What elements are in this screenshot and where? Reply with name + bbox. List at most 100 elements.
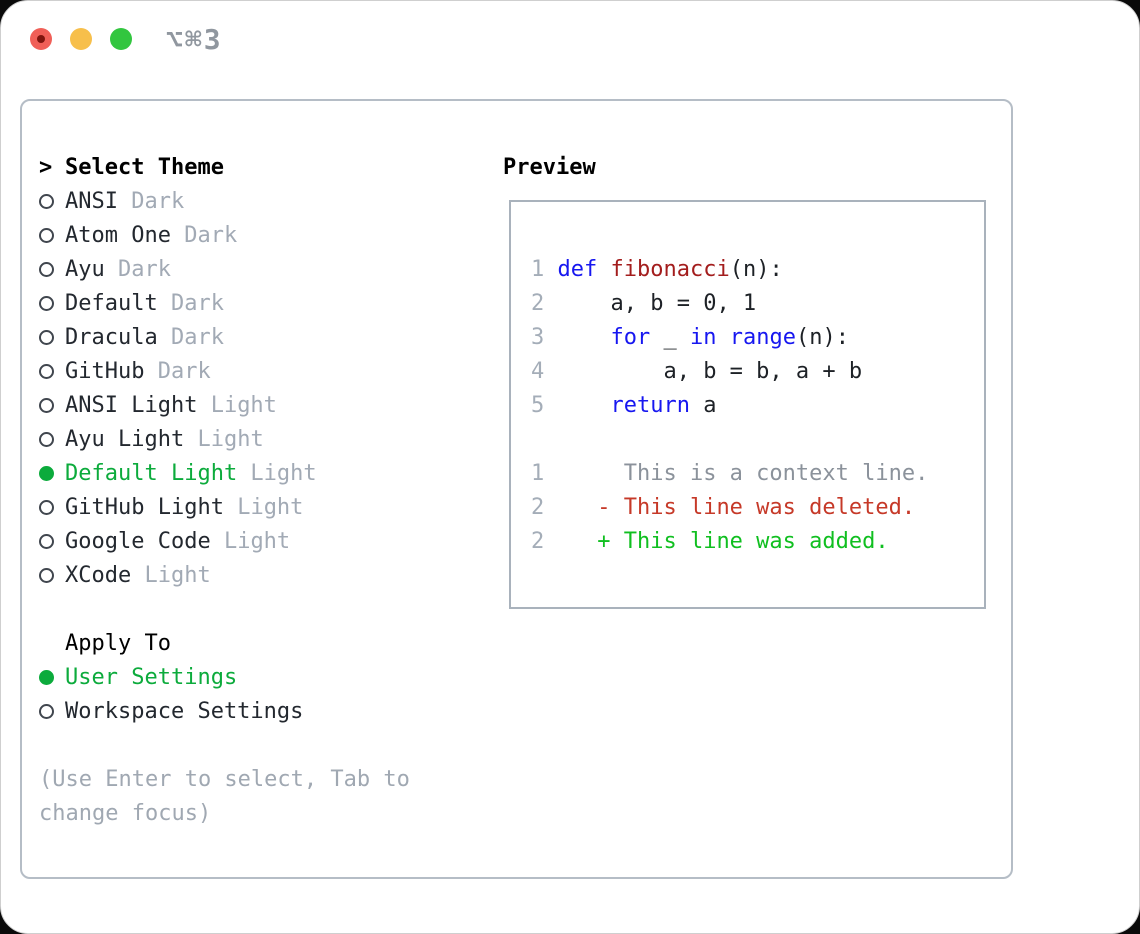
theme-item[interactable]: ANSI Light Light [39, 388, 410, 422]
marker [39, 431, 65, 447]
item-label: Default Light [65, 460, 238, 486]
code-segment-lineno: 3 [531, 324, 558, 350]
preview-line [531, 422, 928, 456]
code-segment-code: (n): [795, 324, 849, 350]
item-label: Default [65, 290, 158, 316]
radio-icon [39, 329, 54, 345]
code-segment-lineno: 4 [531, 358, 558, 384]
radio-icon [39, 397, 54, 413]
code-segment-code [597, 257, 610, 282]
item-label: Dracula [65, 324, 158, 350]
theme-item[interactable]: Ayu Dark [39, 252, 410, 286]
code-segment-lineno: 2 [531, 494, 558, 520]
theme-list-header-row: > Select Theme [39, 150, 410, 184]
code-segment-kw: range [729, 324, 796, 350]
preview-line: 2 a, b = 0, 1 [531, 286, 928, 320]
code-segment-code: a, b = b, a + b [557, 358, 863, 384]
preview-line: 1 def fibonacci(n): [531, 252, 928, 286]
radio-selected-icon [39, 465, 54, 481]
maximize-button[interactable] [110, 28, 132, 50]
code-segment-lineno: 1 [531, 256, 558, 282]
code-segment-code: _ [650, 324, 690, 350]
theme-item[interactable]: GitHub Dark [39, 354, 410, 388]
apply-to-title: Apply To [65, 630, 171, 656]
spacer [39, 592, 410, 626]
marker [39, 329, 65, 345]
marker [39, 261, 65, 277]
radio-icon [39, 261, 54, 277]
minimize-button[interactable] [70, 28, 92, 50]
code-segment-code: a [689, 392, 717, 418]
marker [39, 397, 65, 413]
theme-item[interactable]: Dracula Dark [39, 320, 410, 354]
theme-item[interactable]: Ayu Light Light [39, 422, 410, 456]
preview-line: 2 - This line was deleted. [531, 490, 928, 524]
code-segment-kw: def [557, 256, 598, 282]
marker [39, 465, 65, 481]
item-variant-label: Light [197, 392, 277, 418]
theme-item[interactable]: ANSI Dark [39, 184, 410, 218]
item-label: XCode [65, 562, 132, 588]
radio-icon [39, 227, 54, 243]
item-label: User Settings [65, 664, 238, 690]
titlebar: ⌥⌘3 [1, 1, 1139, 77]
keyboard-shortcut-label: ⌥⌘3 [166, 23, 223, 56]
item-variant-label: Light [237, 460, 317, 486]
code-segment-add: + This line was added. [557, 528, 889, 554]
apply-to-option[interactable]: Workspace Settings [39, 694, 410, 728]
item-variant-label: Dark [104, 256, 171, 282]
help-text-line1: (Use Enter to select, Tab to [39, 766, 410, 792]
radio-icon [39, 363, 54, 379]
marker [39, 193, 65, 209]
theme-item[interactable]: Default Light Light [39, 456, 410, 490]
theme-item[interactable]: Google Code Light [39, 524, 410, 558]
theme-item[interactable]: Default Dark [39, 286, 410, 320]
apply-to-header-row: Apply To [39, 626, 410, 660]
marker [39, 567, 65, 583]
spacer [39, 728, 410, 762]
preview-line: 4 a, b = b, a + b [531, 354, 928, 388]
item-variant-label: Dark [170, 222, 238, 248]
marker [39, 669, 65, 685]
marker [39, 363, 65, 379]
marker [39, 703, 65, 719]
code-segment-code: (n): [729, 256, 783, 282]
code-segment-kw: return [610, 392, 690, 418]
radio-icon [39, 703, 54, 719]
item-label: GitHub Light [65, 494, 224, 520]
item-label: GitHub [65, 358, 145, 384]
preview-line: 1 This is a context line. [531, 456, 928, 490]
code-segment-lineno: 5 [531, 392, 558, 418]
item-label: Google Code [65, 528, 211, 554]
item-variant-label: Light [210, 528, 291, 554]
radio-icon [39, 193, 54, 209]
theme-item[interactable]: GitHub Light Light [39, 490, 410, 524]
code-segment-kw: in [689, 324, 717, 350]
item-label: Ayu [65, 256, 105, 282]
preview-title: Preview [503, 154, 596, 180]
marker [39, 533, 65, 549]
radio-icon [39, 499, 54, 515]
theme-item[interactable]: XCode Light [39, 558, 410, 592]
prompt-icon: > [39, 154, 53, 180]
close-button[interactable] [30, 28, 52, 50]
item-label: Atom One [65, 222, 171, 248]
preview-line: 5 return a [531, 388, 928, 422]
code-segment-code [716, 325, 729, 350]
radio-icon [39, 567, 54, 583]
radio-icon [39, 295, 54, 311]
item-variant-label: Dark [157, 324, 224, 350]
item-label: Workspace Settings [65, 698, 304, 724]
item-variant-label: Light [184, 426, 264, 452]
marker [39, 295, 65, 311]
code-segment-lineno: 2 [531, 290, 558, 316]
theme-item[interactable]: Atom One Dark [39, 218, 410, 252]
apply-to-option[interactable]: User Settings [39, 660, 410, 694]
